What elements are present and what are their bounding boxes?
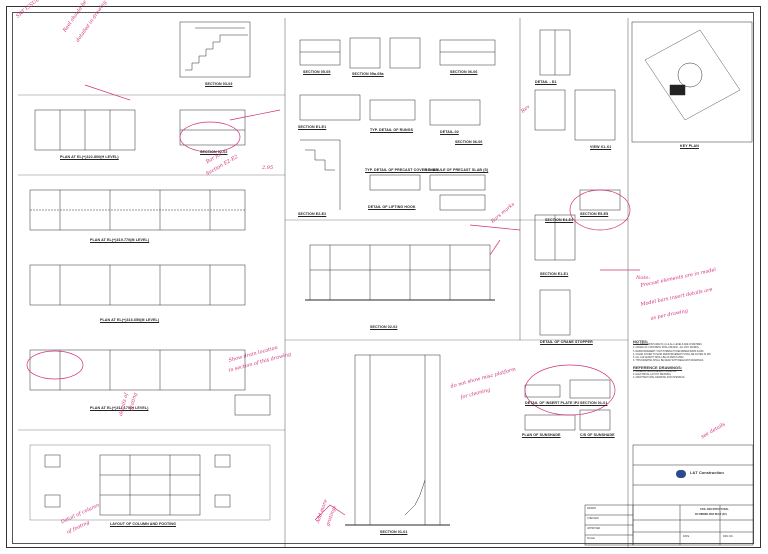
note-line: 4. CLEAR COVER TO MAIN REINFORCEMENT SHA… (633, 353, 712, 356)
note-line: 1. ALL DIMENSIONS ARE IN mm & ALL LEVELS… (633, 344, 703, 347)
project-title: CIVIL AND STRUCTURAL (700, 508, 729, 511)
note-line: 6. THIS DRAWING SHALL BE READ WITH RELEV… (633, 360, 704, 363)
title-section-01-01: SECTION 01-01 (380, 530, 408, 534)
reference-heading: REFERENCE DRAWINGS: (633, 365, 683, 371)
title-key-plan: KEY PLAN (680, 144, 699, 148)
title-plan-el3: PLAN AT EL(+)316.650(M LEVEL) (100, 318, 160, 322)
title-view-x1: VIEW X1-X1 (590, 145, 612, 149)
title-section-01: SECTION 01-01 (580, 401, 608, 405)
title-layout-column: LAYOUT OF COLUMN AND FOOTING (110, 522, 177, 526)
title-typ-rungs: TYP. DETAIL OF RUNGS (370, 128, 414, 132)
title-section-06-06-b: SECTION 06-06 (455, 140, 483, 144)
title-section-e1: SECTION E1-E1 (298, 125, 327, 129)
title-schedule-precast: SCHEDULE OF PRECAST SLAB (S) (425, 168, 489, 172)
title-detail-d1: DETAIL - D1 (535, 80, 557, 84)
note-line: 2. GRADE OF CONCRETE SHALL BE M30 - ALL … (633, 347, 700, 350)
title-section-02-02: SECTION 02-02 (200, 150, 228, 154)
title-lifting-hook: DETAIL OF LIFTING HOOK (368, 205, 416, 209)
title-section-e2: SECTION E2-E2 (298, 212, 327, 216)
title-section-02-02-b: SECTION 02-02 (370, 325, 398, 329)
reference-line: 3. ARCHITECTURAL DRAWING FOR OPENINGS (633, 377, 685, 380)
title-crane-stopper: DETAIL OF CRANE STOPPER (540, 340, 593, 344)
markup-note: Note: (636, 275, 651, 281)
title-detail-02: DETAIL-02 (440, 130, 459, 134)
tb-label-date: DATE (683, 535, 690, 538)
markup-note: 2.95 (262, 165, 274, 171)
tb-label-scale: SCALE (587, 537, 595, 540)
drawing-title: RC RIBBED BOX BUCT (4C) (695, 513, 727, 516)
note-line: 5. ALL LAP LENGTH SHALL BE AS PER IS 250… (633, 357, 684, 360)
general-notes: NOTES: 1. ALL DIMENSIONS ARE IN mm & ALL… (633, 339, 751, 380)
title-plan-sunshade: PLAN OF SUNSHADE (522, 433, 561, 437)
company-name: L&T Construction (690, 470, 724, 475)
title-typ-precast: TYP. DETAIL OF PRECAST COVER SLAB (365, 168, 439, 172)
title-section-e4: SECTION E4-E4 (545, 218, 574, 222)
notes-heading: NOTES: (633, 339, 649, 344)
title-plan-el2: PLAN AT EL(+)319.770(M LEVEL) (90, 238, 150, 242)
drawing-frame (12, 12, 754, 544)
title-insert-plate: DETAIL OF INSERT PLATE IP2 (525, 401, 580, 405)
note-line: 3. REINFORCEMENT: HIGH STRENGTH DEFORMED… (633, 350, 705, 353)
title-section-03-03: SECTION 03-03 (205, 82, 233, 86)
tb-label-drawn: DRAWN (587, 507, 596, 510)
title-cs-sunshade: C/S OF SUNSHADE (580, 433, 615, 437)
drawing-sheet (6, 6, 761, 548)
title-section-e5: SECTION E5-E5 (580, 212, 609, 216)
reference-line: 1. GENERAL ARRANGEMENT DRAWING (633, 370, 677, 373)
title-plan-el4: PLAN AT EL(+)311.175(H LEVEL) (90, 406, 149, 410)
company-logo-icon (676, 470, 686, 478)
title-section-06-06: SECTION 06-06 (450, 70, 478, 74)
tb-label-approved: APPROVED (587, 527, 601, 530)
title-section-05-05: SECTION 05-05 (303, 70, 331, 74)
title-section-e1-b: SECTION E1-E1 (540, 272, 569, 276)
tb-label-checked: CHECKED (587, 517, 599, 520)
title-plan-el1: PLAN AT EL(+)322.800(H LEVEL) (60, 155, 119, 159)
title-section-05a: SECTION 05a-05a (352, 72, 384, 76)
reference-line: 2. ELECTRICAL LAYOUT DRAWING (633, 373, 671, 376)
tb-label-drg-no: DRG NO. (723, 535, 734, 538)
